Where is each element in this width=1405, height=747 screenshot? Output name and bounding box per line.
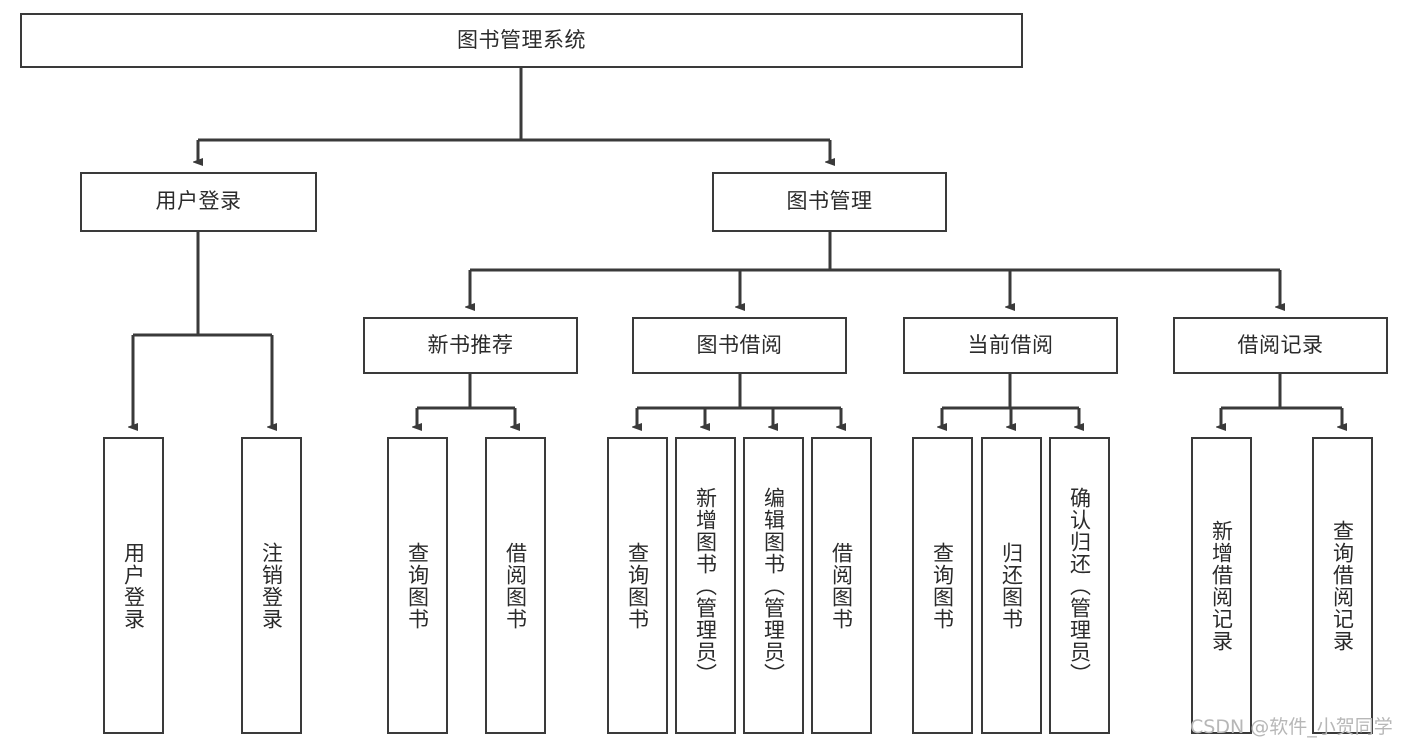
node-book-borrow[interactable]: 图书借阅 [632,317,847,374]
leaf-user-login[interactable]: 用户登录 [103,437,164,734]
node-new-book-rec[interactable]: 新书推荐 [363,317,578,374]
leaf-query-book-rec[interactable]: 查询图书 [387,437,448,734]
leaf-borrow-book-rec[interactable]: 借阅图书 [485,437,546,734]
node-borrow-record[interactable]: 借阅记录 [1173,317,1388,374]
node-root-label: 图书管理系统 [457,27,586,52]
leaf-edit-book[interactable]: 编辑图书（管理员） [743,437,804,734]
leaf-confirm-return-label: 确认归还（管理员） [1067,486,1092,685]
leaf-query-book-borrow[interactable]: 查询图书 [607,437,668,734]
leaf-query-record-label: 查询借阅记录 [1330,519,1355,652]
node-new-book-rec-label: 新书推荐 [427,332,514,357]
leaf-borrow-book-rec-label: 借阅图书 [503,541,528,630]
node-root[interactable]: 图书管理系统 [20,13,1023,68]
leaf-query-book-borrow-label: 查询图书 [625,541,650,630]
leaf-query-book-cur[interactable]: 查询图书 [912,437,973,734]
node-current-borrow-label: 当前借阅 [967,332,1054,357]
node-borrow-record-label: 借阅记录 [1237,332,1324,357]
leaf-add-book-label: 新增图书（管理员） [693,486,718,685]
leaf-return-book[interactable]: 归还图书 [981,437,1042,734]
node-book-borrow-label: 图书借阅 [696,332,783,357]
leaf-add-record[interactable]: 新增借阅记录 [1191,437,1252,734]
node-book-manage[interactable]: 图书管理 [712,172,947,232]
leaf-add-record-label: 新增借阅记录 [1209,519,1234,652]
leaf-edit-book-label: 编辑图书（管理员） [761,486,786,685]
leaf-return-book-label: 归还图书 [999,541,1024,630]
leaf-borrow-book[interactable]: 借阅图书 [811,437,872,734]
node-user-login-label: 用户登录 [155,189,242,214]
leaf-confirm-return[interactable]: 确认归还（管理员） [1049,437,1110,734]
csdn-watermark: CSDN @软件_小贺同学 [1190,716,1393,738]
leaf-add-book[interactable]: 新增图书（管理员） [675,437,736,734]
leaf-user-login-label: 用户登录 [121,541,146,630]
leaf-query-book-rec-label: 查询图书 [405,541,430,630]
leaf-borrow-book-label: 借阅图书 [829,541,854,630]
node-book-manage-label: 图书管理 [786,189,873,214]
leaf-query-record[interactable]: 查询借阅记录 [1312,437,1373,734]
leaf-query-book-cur-label: 查询图书 [930,541,955,630]
node-current-borrow[interactable]: 当前借阅 [903,317,1118,374]
node-user-login[interactable]: 用户登录 [80,172,317,232]
leaf-user-logout[interactable]: 注销登录 [241,437,302,734]
leaf-user-logout-label: 注销登录 [259,541,284,630]
